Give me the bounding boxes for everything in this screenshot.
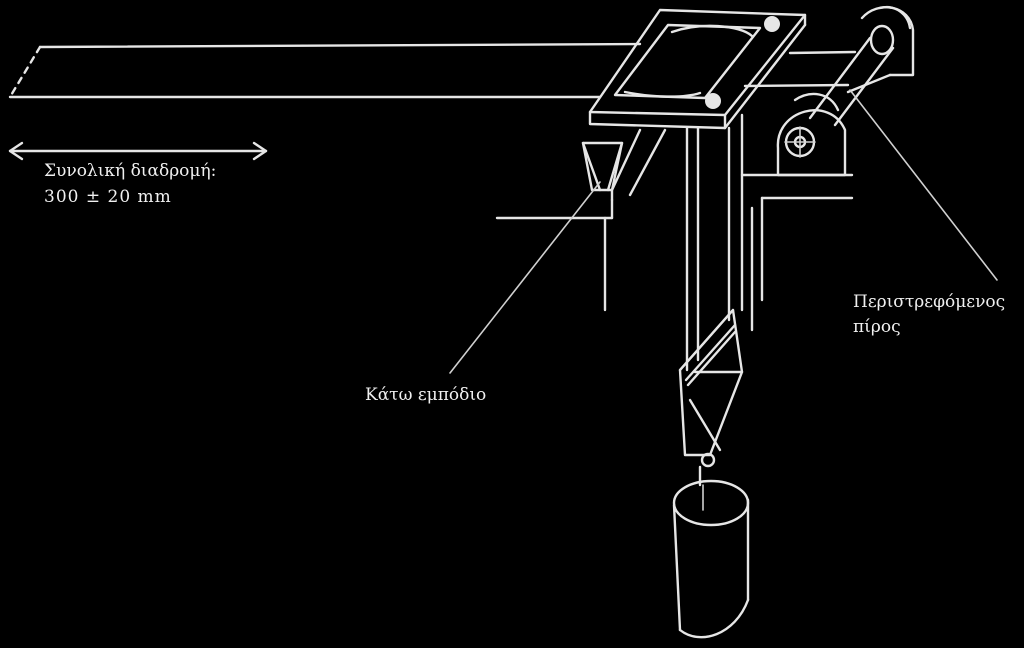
total-travel-value: 300 ± 20 mm: [44, 187, 172, 207]
leader-lines: [449, 89, 998, 374]
travel-arrow: [8, 141, 268, 161]
carriage-frame: [588, 8, 807, 130]
total-travel-label: Συνολική διαδρομή:: [44, 161, 217, 181]
rotating-pin-label-line1: Περιστρεφόμενος: [853, 292, 1006, 312]
lower-stop-bracket: [581, 128, 667, 202]
rotating-pin-bearing: [776, 92, 847, 177]
rotating-pin-label-line2: πίρος: [853, 317, 901, 337]
vertical-rod: [685, 113, 744, 372]
pendulum-arm: [678, 308, 744, 487]
support-frame: [495, 173, 854, 332]
rotating-pin: [808, 5, 915, 127]
lower-stop-label: Κάτω εμπόδιο: [365, 385, 487, 405]
weight-cylinder: [672, 479, 750, 639]
horizontal-arm: [8, 42, 857, 99]
